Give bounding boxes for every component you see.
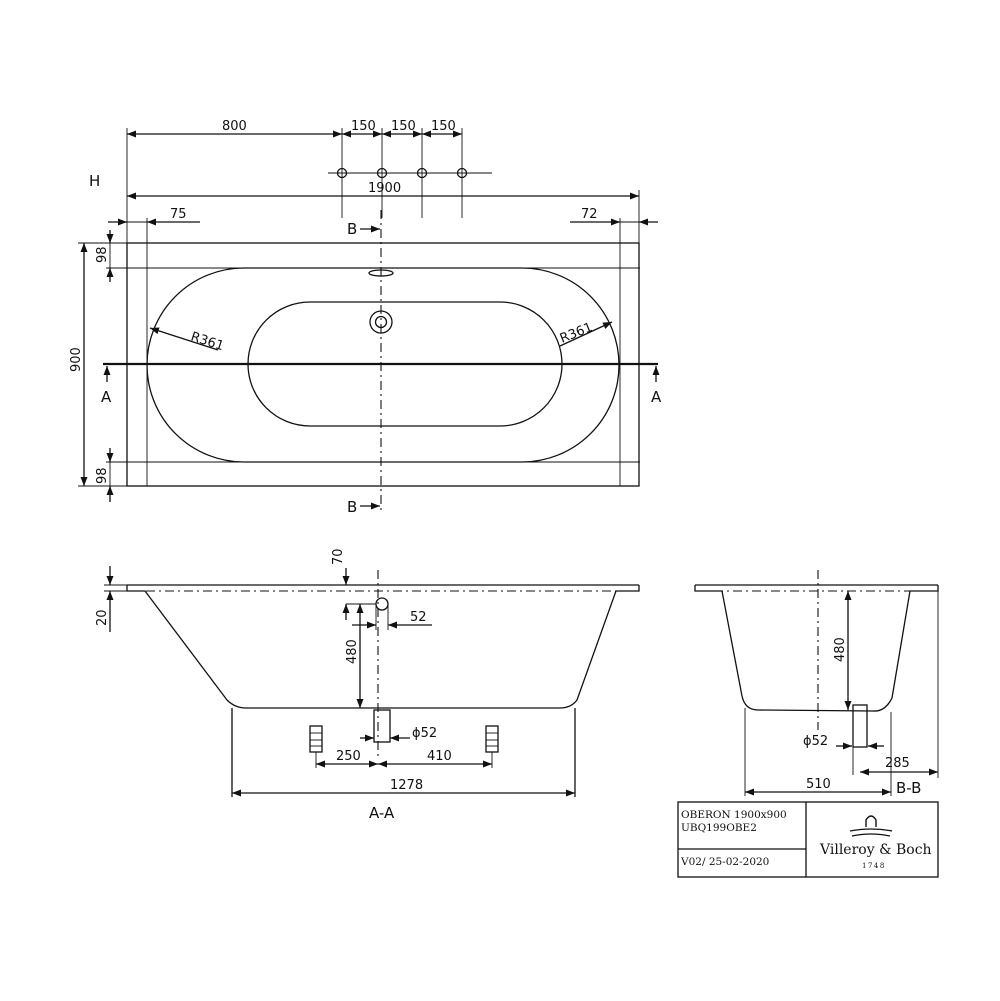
dim-410: 410 — [427, 749, 452, 764]
waste-pipe-aa — [373, 709, 391, 743]
tap-hole-4 — [456, 167, 468, 179]
section-aa-title: A-A — [369, 804, 395, 822]
brand-logo: Villeroy & Boch 1748 — [819, 815, 932, 870]
dim-70: 70 — [331, 548, 346, 565]
tap-hole-3 — [416, 167, 428, 179]
section-bb-title: B-B — [896, 779, 921, 797]
dim-72: 72 — [581, 207, 598, 222]
title-block: OBERON 1900x900 UBQ199OBE2 V02/ 25-02-20… — [677, 801, 939, 878]
h-label: H — [89, 172, 100, 190]
dim-800: 800 — [222, 119, 247, 134]
tap-hole-2 — [376, 167, 388, 179]
section-aa: 20 70 52 480 ϕ52 250 410 1278 A-A — [95, 548, 640, 822]
tap-hole-1 — [336, 167, 348, 179]
dim-150-a: 150 — [351, 119, 376, 134]
model-name: OBERON 1900x900 — [681, 809, 787, 821]
dim-480-aa: 480 — [345, 639, 360, 664]
dim-285: 285 — [885, 756, 910, 771]
dim-480-bb: 480 — [833, 637, 848, 662]
dim-250: 250 — [336, 749, 361, 764]
basin-inner — [247, 301, 563, 427]
dim-98-top: 98 — [95, 246, 110, 263]
waste-pipe-bb — [852, 704, 868, 748]
dim-510: 510 — [806, 777, 831, 792]
tub-profile-bb — [694, 585, 939, 712]
dim-150-b: 150 — [391, 119, 416, 134]
dim-1900: 1900 — [368, 181, 401, 196]
section-a-label-left: A — [101, 388, 112, 406]
version-date: V02/ 25-02-2020 — [680, 856, 769, 868]
section-a-label-right: A — [651, 388, 662, 406]
tub-profile-aa — [126, 585, 640, 709]
section-b-label-bottom: B — [347, 498, 357, 516]
model-code: UBQ199OBE2 — [681, 822, 757, 834]
dim-phi52-aa: ϕ52 — [412, 726, 437, 741]
dim-150-c: 150 — [431, 119, 456, 134]
radius-left: R361 — [189, 330, 226, 355]
section-bb: 480 ϕ52 285 510 B-B — [694, 570, 939, 797]
foot-left — [231, 708, 323, 797]
brand-year: 1748 — [862, 862, 886, 870]
dim-98-bottom: 98 — [95, 467, 110, 484]
brand-name: Villeroy & Boch — [819, 842, 932, 858]
title-block-frame — [677, 801, 939, 878]
basin-outer — [146, 267, 620, 463]
section-b-label-top: B — [347, 220, 357, 238]
dim-20: 20 — [95, 609, 110, 626]
dim-phi52-bb: ϕ52 — [803, 734, 828, 749]
dim-1278: 1278 — [390, 778, 423, 793]
dim-900: 900 — [69, 347, 84, 372]
foot-right — [485, 708, 576, 797]
plan-view: B B A A H 800 150 150 150 1900 — [69, 119, 662, 516]
dim-52: 52 — [410, 610, 427, 625]
radius-right: R361 — [558, 320, 595, 347]
dim-75: 75 — [170, 207, 187, 222]
